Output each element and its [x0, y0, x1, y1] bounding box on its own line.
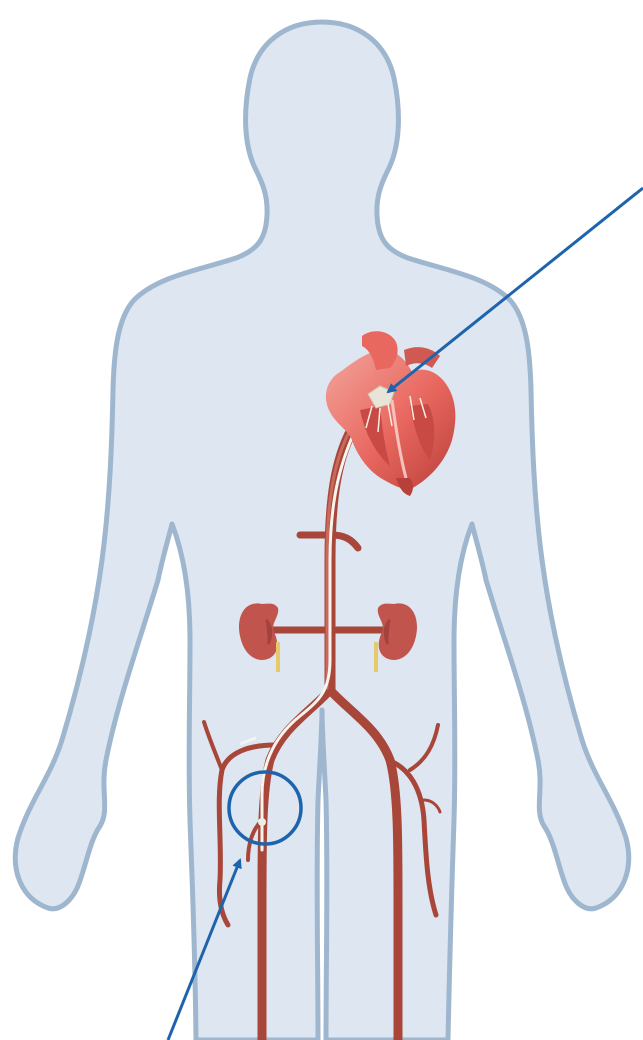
body-silhouette [15, 22, 628, 1040]
ureter-right [374, 642, 378, 672]
ureter-left [276, 642, 280, 672]
catheter-tip-marker [258, 818, 266, 826]
